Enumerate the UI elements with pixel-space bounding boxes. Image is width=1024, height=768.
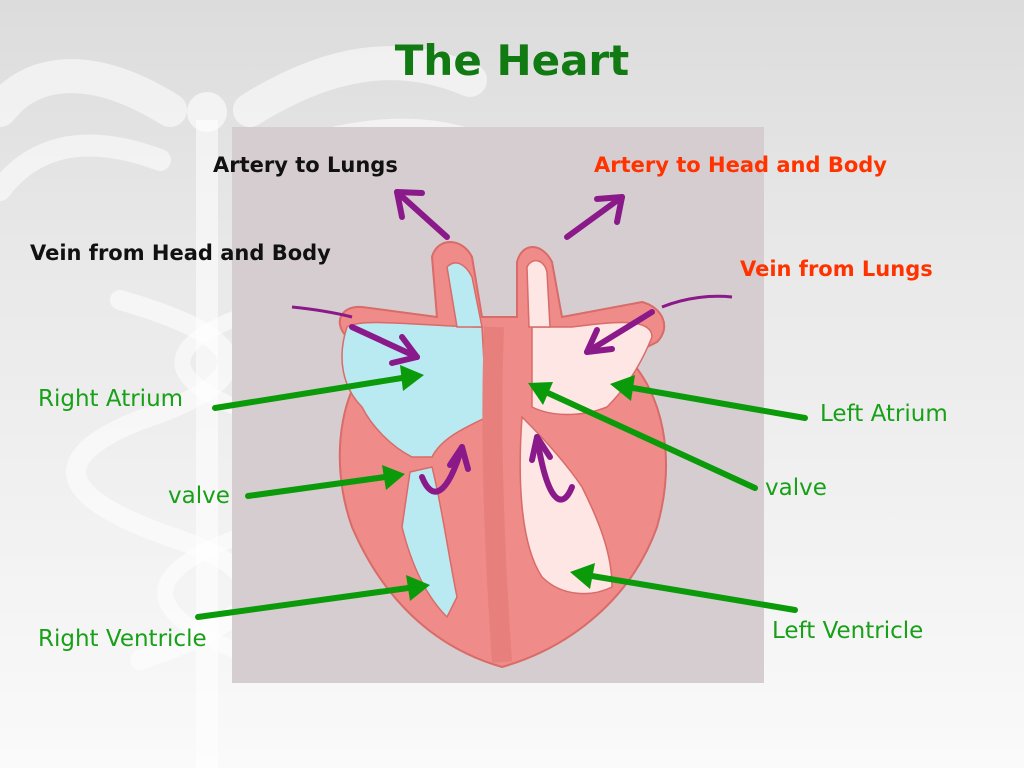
slide-title: The Heart: [394, 36, 630, 85]
vena-cava-vessel: [291, 305, 353, 319]
flow-arrow-vein-lungs: [584, 309, 655, 355]
flow-arrow-artery-lungs: [394, 189, 450, 240]
pointer-head-left-valve: [528, 382, 553, 405]
label-artery-to-head-and-body: Artery to Head and Body: [594, 153, 887, 177]
flow-arrow-left-valve: [534, 434, 575, 503]
label-valve-right: valve: [168, 483, 230, 509]
pointer-head-right-valve: [382, 465, 405, 490]
pointer-head-left-ventricle: [570, 563, 595, 589]
flow-arrowhead-artery-lungs: [394, 189, 425, 220]
pointer-head-left-atrium: [610, 375, 635, 401]
flow-arrowhead-artery-head-body: [594, 194, 625, 225]
label-right-ventricle: Right Ventricle: [38, 626, 207, 652]
label-vein-from-lungs: Vein from Lungs: [740, 257, 933, 281]
pointer-left-atrium: [630, 385, 808, 421]
flow-arrowhead-right-valve: [447, 444, 471, 472]
pulmonary-vein-vessel: [661, 294, 733, 309]
flow-arrowhead-left-valve: [529, 434, 553, 463]
pointer-left-valve: [545, 390, 758, 491]
pointer-right-ventricle: [195, 585, 411, 620]
pointer-head-right-ventricle: [406, 575, 430, 601]
label-valve-left: valve: [765, 475, 827, 501]
label-right-atrium: Right Atrium: [38, 386, 184, 412]
right-ventricle-chamber: [401, 466, 458, 619]
flow-arrow-artery-head-body: [564, 194, 625, 240]
pulmonary-artery-lumen: [446, 262, 483, 328]
pointer-right-atrium: [212, 375, 405, 411]
label-artery-to-lungs: Artery to Lungs: [213, 153, 398, 177]
septum: [482, 326, 512, 663]
heart-diagram: [232, 127, 764, 683]
pointer-left-ventricle: [589, 573, 798, 613]
flow-arrowhead-vein-head-body: [389, 334, 420, 366]
flow-arrow-vein-head-body: [349, 324, 420, 360]
label-left-ventricle: Left Ventricle: [772, 618, 924, 644]
left-atrium-chamber: [531, 321, 653, 416]
label-vein-from-head-and-body: Vein from Head and Body: [30, 241, 331, 265]
blood-flow-arrows: [349, 189, 655, 503]
flow-arrowhead-vein-lungs: [584, 327, 615, 355]
flow-arrow-right-valve: [419, 444, 465, 495]
label-left-atrium: Left Atrium: [820, 401, 948, 427]
pointer-right-valve: [245, 474, 388, 499]
aorta-lumen: [526, 260, 551, 328]
pointer-head-right-atrium: [400, 365, 424, 391]
